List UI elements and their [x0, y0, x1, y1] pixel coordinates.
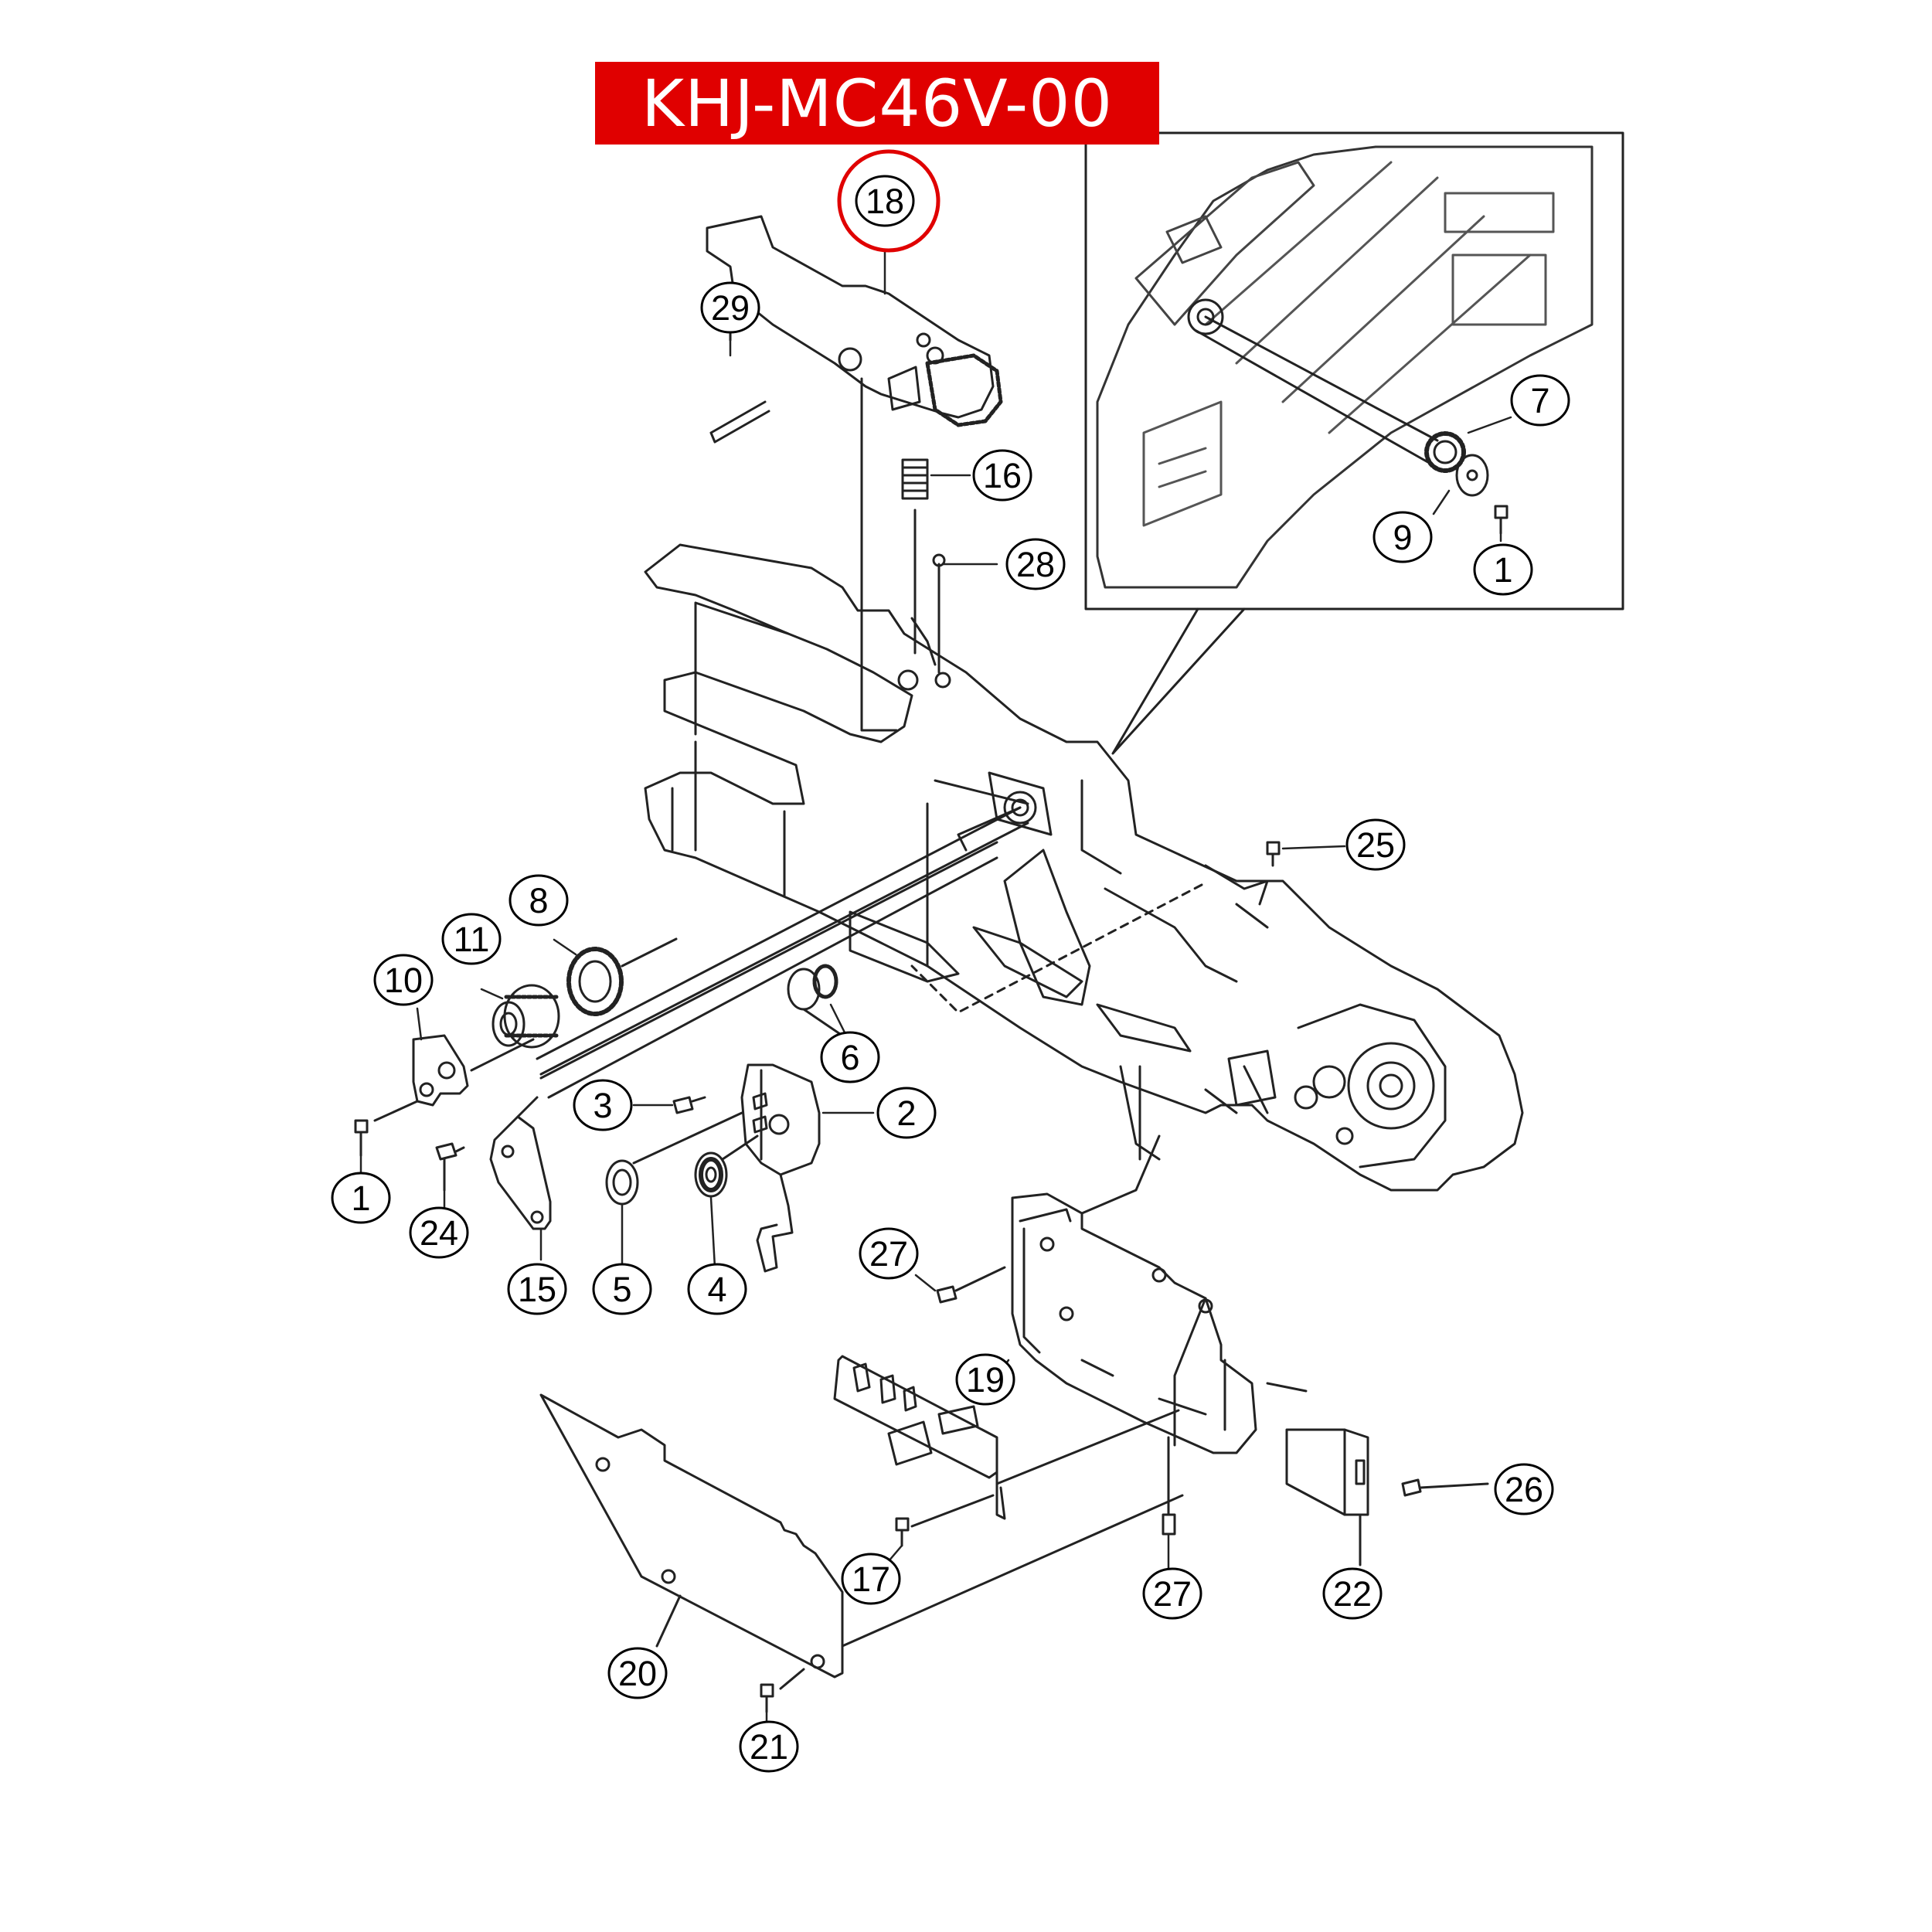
callout-22: 22	[1322, 1567, 1383, 1620]
plate-15-part	[489, 1096, 552, 1230]
screw-17-part	[895, 1517, 910, 1547]
inset-pointer	[1111, 607, 1246, 755]
detail-inset	[1084, 131, 1624, 755]
callout-7: 7	[1510, 374, 1570, 427]
gear-8-part	[566, 937, 678, 1016]
callout-17: 17	[841, 1553, 901, 1605]
screw-1-top-part	[1494, 505, 1509, 535]
callout-2: 2	[876, 1087, 937, 1139]
callout-25-label: 25	[1356, 825, 1395, 865]
wheel-5-part	[605, 1111, 743, 1206]
callouts: 18 29 16 28 7 9	[331, 149, 1570, 1773]
cover-plate-20-part	[539, 1393, 1184, 1690]
screw-27-upper-part	[936, 1266, 1006, 1304]
inset-frame	[1084, 131, 1624, 611]
callout-6: 6	[820, 1031, 880, 1083]
gear-11-part	[492, 984, 560, 1049]
callout-2-label: 2	[896, 1094, 916, 1133]
callout-6-label: 6	[840, 1038, 859, 1077]
callout-7-label: 7	[1530, 381, 1549, 420]
callout-27-upper: 27	[859, 1227, 919, 1280]
callout-9: 9	[1372, 511, 1433, 563]
part-number-banner: KHJ-MC46V-00	[595, 62, 1159, 145]
screw-27-lower-part	[1162, 1436, 1176, 1536]
callout-3: 3	[573, 1079, 633, 1131]
screw-1-left-part	[354, 1119, 369, 1157]
gear-4-part	[694, 1134, 759, 1198]
callout-22-label: 22	[1333, 1574, 1372, 1614]
callout-21-label: 21	[750, 1727, 788, 1767]
motor-2-part	[740, 1063, 821, 1273]
callout-27-upper-label: 27	[869, 1234, 908, 1274]
callout-10-label: 10	[384, 961, 423, 1000]
callout-24-label: 24	[420, 1213, 458, 1253]
callout-1-top: 1	[1473, 543, 1533, 596]
callout-28-label: 28	[1016, 545, 1055, 584]
screw-24-part	[435, 1142, 465, 1192]
circuit-board-part	[833, 1355, 1180, 1528]
callout-21: 21	[739, 1720, 799, 1773]
spring-16-part	[901, 458, 929, 500]
callout-16-label: 16	[983, 456, 1022, 495]
part-number-title: KHJ-MC46V-00	[641, 65, 1114, 141]
screw-25-part	[1266, 841, 1281, 867]
callout-3-label: 3	[593, 1086, 612, 1125]
gear-7-part	[1424, 431, 1466, 473]
callout-20: 20	[607, 1647, 668, 1699]
callout-19: 19	[955, 1353, 1015, 1406]
callout-8: 8	[509, 874, 569, 927]
lever-18-part	[706, 215, 1003, 444]
callout-1-left: 1	[331, 1172, 391, 1224]
feeder-main-body	[536, 377, 1524, 1192]
callout-11: 11	[441, 913, 502, 965]
callout-5: 5	[592, 1263, 652, 1315]
callout-25: 25	[1345, 818, 1406, 871]
callout-5-label: 5	[612, 1270, 631, 1309]
callout-9-label: 9	[1393, 518, 1412, 557]
callout-29-label: 29	[711, 288, 750, 328]
callout-4: 4	[687, 1263, 747, 1315]
callout-18: 18	[837, 149, 940, 253]
callout-19-label: 19	[966, 1360, 1005, 1400]
callout-17-label: 17	[852, 1560, 890, 1599]
callout-10: 10	[373, 954, 434, 1006]
cover-19-part	[1011, 1134, 1308, 1454]
callout-20-label: 20	[618, 1654, 657, 1693]
gear-6-part	[787, 964, 844, 1037]
callout-15-label: 15	[518, 1270, 556, 1309]
callout-27-lower: 27	[1142, 1567, 1202, 1620]
callout-4-label: 4	[707, 1270, 726, 1309]
callout-26: 26	[1494, 1463, 1554, 1515]
callout-27-lower-label: 27	[1153, 1574, 1192, 1614]
callout-26-label: 26	[1505, 1470, 1543, 1509]
callout-1-left-label: 1	[351, 1179, 370, 1218]
callout-11-label: 11	[454, 920, 490, 959]
connector-22-part	[1285, 1428, 1369, 1566]
callout-16: 16	[972, 449, 1032, 502]
callout-28: 28	[1005, 538, 1066, 590]
callout-8-label: 8	[529, 881, 548, 920]
callout-15: 15	[507, 1263, 567, 1315]
cam-9-part	[1455, 454, 1489, 497]
pin-29	[709, 400, 770, 444]
callout-18-label: 18	[866, 182, 904, 221]
callout-29: 29	[700, 281, 760, 334]
callout-leaders	[359, 250, 1512, 1729]
screw-3-part	[672, 1096, 706, 1114]
callout-24: 24	[409, 1206, 469, 1259]
screw-21-part	[760, 1683, 774, 1713]
callout-1-top-label: 1	[1493, 550, 1512, 590]
screw-26-part	[1401, 1478, 1489, 1497]
bracket-10-part	[373, 1034, 535, 1122]
